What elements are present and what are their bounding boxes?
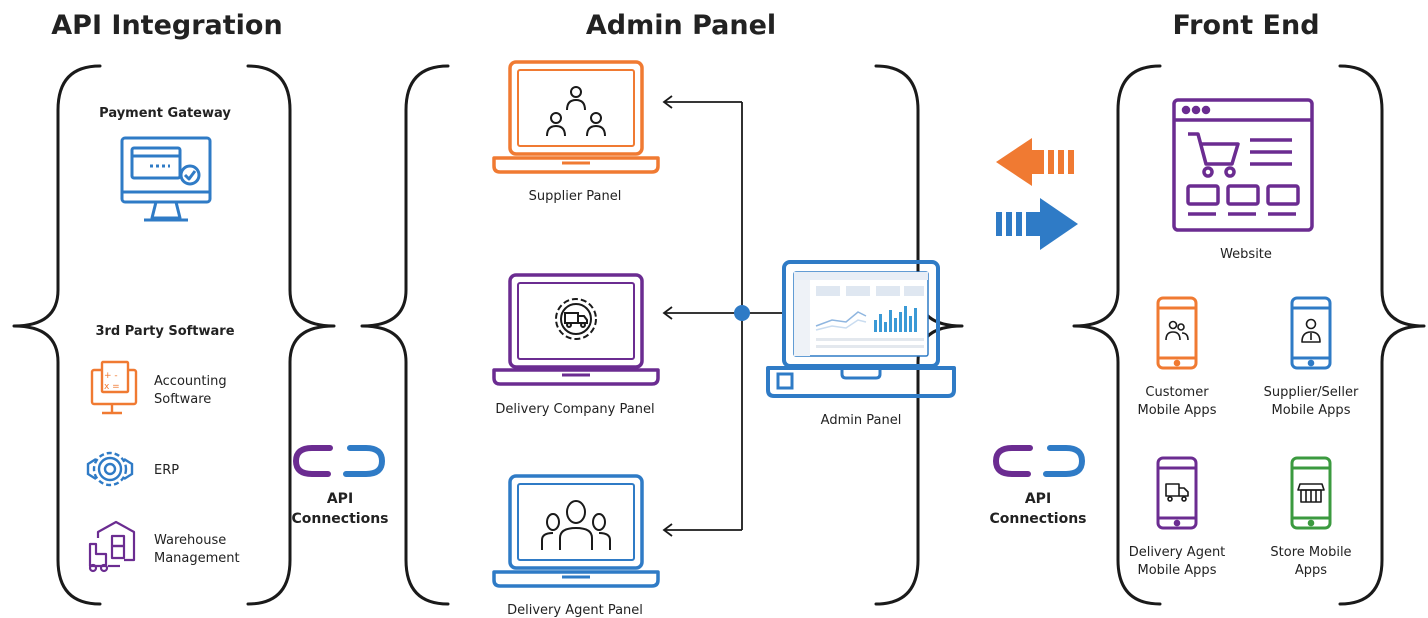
erp-gear-icon <box>86 451 134 487</box>
website-label: Website <box>1220 247 1272 262</box>
api-connections-left-line2: Connections <box>291 511 388 527</box>
api-link-icon-right <box>992 445 1086 477</box>
svg-text:+ -: + - <box>104 371 118 381</box>
admin-laptop-icon <box>766 260 956 398</box>
warehouse-label-line1: Warehouse <box>154 533 226 548</box>
payment-monitor-icon <box>120 136 212 222</box>
svg-text:x =: x = <box>104 382 120 392</box>
brace-admin-left <box>360 64 450 606</box>
delivery-agent-apps-line2: Mobile Apps <box>1138 563 1217 578</box>
supplier-phone-icon <box>1290 296 1332 370</box>
title-front-end: Front End <box>1172 10 1319 41</box>
customer-apps-line2: Mobile Apps <box>1138 403 1217 418</box>
store-apps-line2: Apps <box>1295 563 1327 578</box>
website-cart-icon <box>1172 98 1314 232</box>
supplier-laptop-icon <box>492 60 660 174</box>
delivery-agent-laptop-icon <box>492 474 660 588</box>
delivery-company-laptop-icon <box>492 273 660 386</box>
warehouse-label-line2: Management <box>154 551 240 566</box>
erp-label: ERP <box>154 463 179 478</box>
warehouse-icon <box>88 520 136 573</box>
connector-hub-dot <box>734 305 750 321</box>
third-party-label: 3rd Party Software <box>95 324 234 339</box>
supplier-apps-line2: Mobile Apps <box>1272 403 1351 418</box>
title-admin-panel: Admin Panel <box>586 10 776 41</box>
payment-gateway-label: Payment Gateway <box>99 106 231 121</box>
panel-connectors <box>662 95 784 537</box>
admin-panel-label: Admin Panel <box>821 413 902 428</box>
customer-phone-icon <box>1156 296 1198 370</box>
api-connections-left-line1: API <box>327 491 353 507</box>
delivery-agent-panel-label: Delivery Agent Panel <box>507 603 643 618</box>
delivery-agent-phone-icon <box>1156 456 1198 530</box>
supplier-apps-line1: Supplier/Seller <box>1264 385 1359 400</box>
api-link-icon-left <box>292 445 386 477</box>
api-connections-right-line2: Connections <box>989 511 1086 527</box>
delivery-gear-truck-icon <box>555 298 597 340</box>
arrow-right-icon <box>996 198 1078 250</box>
brace-front-left <box>1072 64 1162 606</box>
store-apps-line1: Store Mobile <box>1270 545 1351 560</box>
customer-apps-line1: Customer <box>1145 385 1209 400</box>
arrow-left-icon <box>996 138 1074 186</box>
delivery-company-panel-label: Delivery Company Panel <box>495 402 654 417</box>
accounting-label-line1: Accounting <box>154 374 227 389</box>
brace-api-left <box>12 64 102 606</box>
brace-admin-right <box>874 64 964 606</box>
users-hierarchy-icon <box>546 86 606 137</box>
accounting-label-line2: Software <box>154 392 211 407</box>
brace-front-right <box>1338 64 1426 606</box>
api-connections-right-line1: API <box>1025 491 1051 507</box>
accounting-icon: + - x = <box>90 360 138 415</box>
title-api-integration: API Integration <box>51 10 282 41</box>
agents-group-icon <box>541 500 611 550</box>
store-phone-icon <box>1290 456 1332 530</box>
brace-api-right <box>246 64 336 606</box>
supplier-panel-label: Supplier Panel <box>529 189 622 204</box>
delivery-agent-apps-line1: Delivery Agent <box>1129 545 1226 560</box>
